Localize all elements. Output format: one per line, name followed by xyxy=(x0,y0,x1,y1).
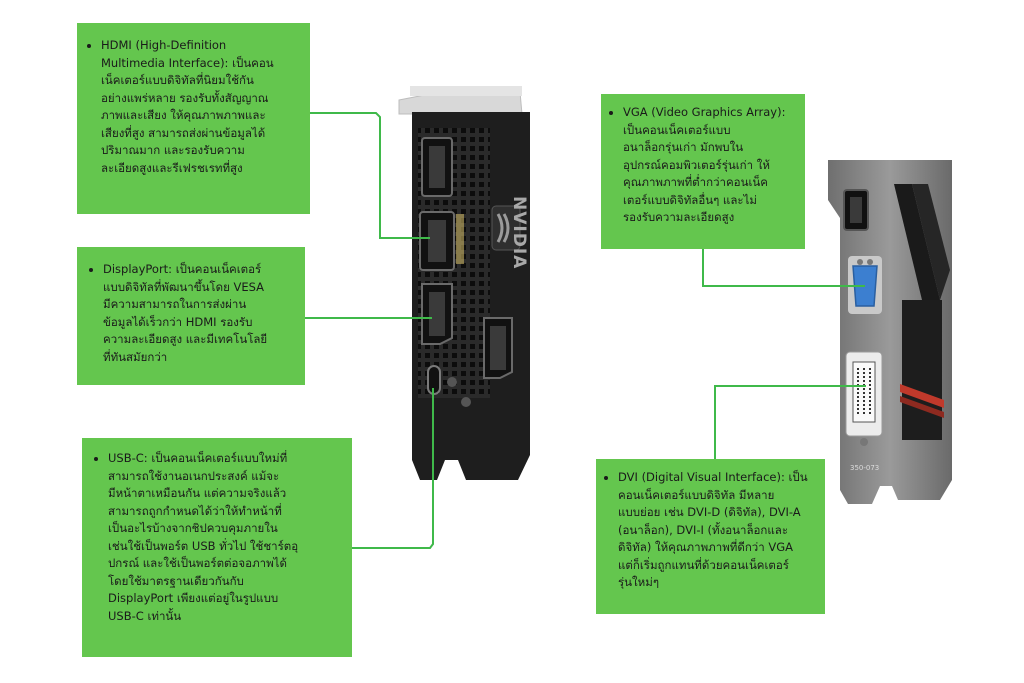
hdmi-callout: HDMI (High-Definition Multimedia Interfa… xyxy=(77,23,310,214)
hdmi-port xyxy=(419,211,464,271)
displayport-port xyxy=(421,283,453,345)
usbc-leader-line xyxy=(352,388,434,549)
vga-callout: VGA (Video Graphics Array): เป็นคอนเน็คเ… xyxy=(601,94,805,249)
leader-lines xyxy=(305,112,866,549)
vga-description: VGA (Video Graphics Array): เป็นคอนเน็คเ… xyxy=(623,104,801,227)
nvidia-logo xyxy=(491,205,521,251)
nvidia-bracket: NVIDIA xyxy=(398,86,530,480)
hdmi-leader-line xyxy=(310,112,430,239)
hdmi-port-top xyxy=(421,137,453,197)
usbc-description: USB-C: เป็นคอนเน็คเตอร์แบบใหม่ที่ สามารถ… xyxy=(108,450,346,625)
displayport-callout: DisplayPort: เป็นคอนเน็คเตอร์ แบบดิจิทัล… xyxy=(77,247,305,385)
nvidia-logo-text: NVIDIA xyxy=(509,196,529,269)
dvi-port xyxy=(845,351,883,446)
bracket-part-number: 350-073 xyxy=(850,464,879,472)
dvi-description: DVI (Digital Visual Interface): เป็น คอน… xyxy=(618,469,821,592)
dvi-callout: DVI (Digital Visual Interface): เป็น คอน… xyxy=(596,459,825,614)
usbc-callout: USB-C: เป็นคอนเน็คเตอร์แบบใหม่ที่ สามารถ… xyxy=(82,438,352,657)
displayport-description: DisplayPort: เป็นคอนเน็คเตอร์ แบบดิจิทัล… xyxy=(103,261,299,366)
silver-bracket: 350-073 xyxy=(828,160,952,504)
displayport-port-2 xyxy=(483,317,513,379)
vga-leader-line xyxy=(702,249,865,287)
vent-slots xyxy=(894,184,950,440)
hdmi-port-small xyxy=(843,189,869,231)
dvi-leader-line xyxy=(714,385,866,459)
hdmi-description: HDMI (High-Definition Multimedia Interfa… xyxy=(101,37,302,177)
